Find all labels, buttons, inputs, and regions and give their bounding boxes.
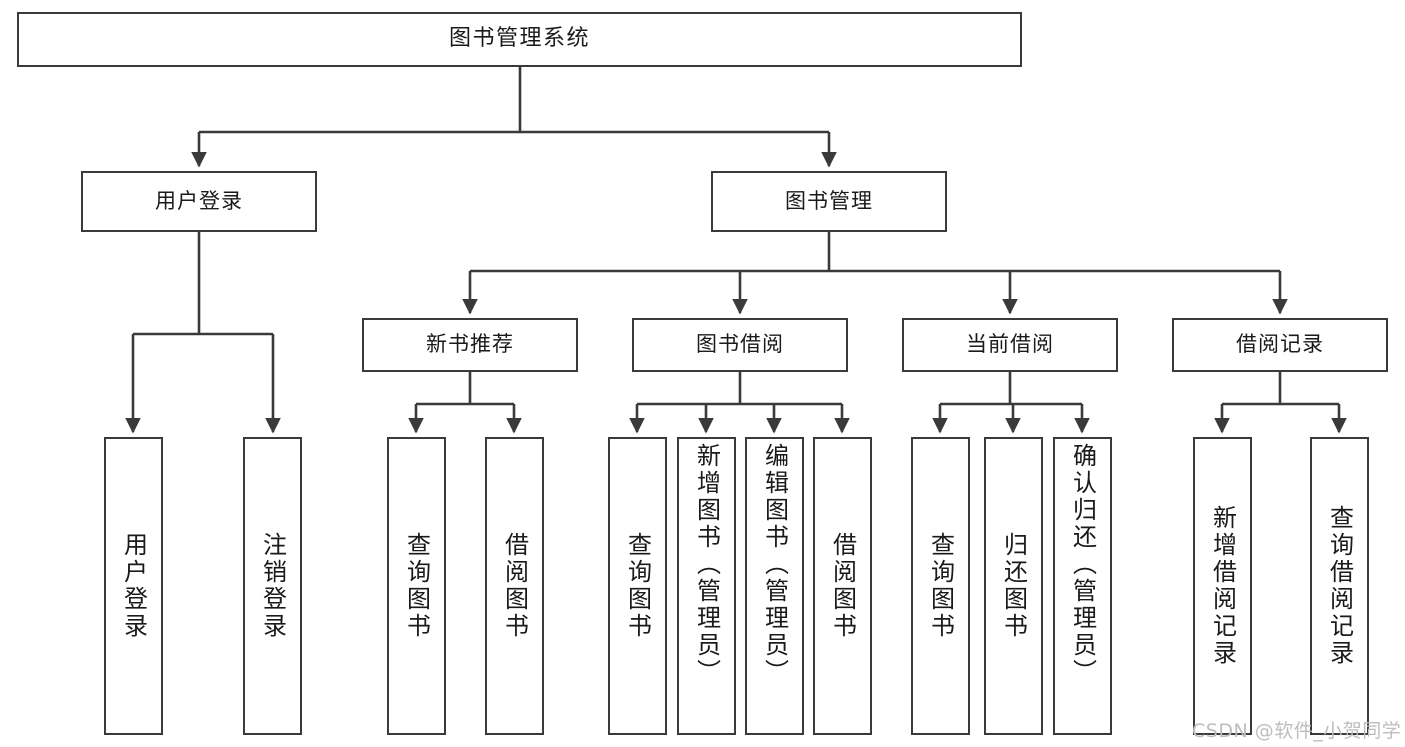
node-label: 查询图书 xyxy=(402,532,431,640)
node-label: 借阅记录 xyxy=(1236,332,1324,357)
leaf-logout[interactable]: 注销登录 xyxy=(243,437,302,735)
leaf-add-borrow-record[interactable]: 新增借阅记录 xyxy=(1193,437,1252,735)
node-label: 新增图书（管理员） xyxy=(692,443,721,686)
node-label: 用户登录 xyxy=(155,188,243,213)
node-label: 新书推荐 xyxy=(426,332,514,357)
leaf-add-book-admin[interactable]: 新增图书（管理员） xyxy=(677,437,736,735)
leaf-query-borrow-record[interactable]: 查询借阅记录 xyxy=(1310,437,1369,735)
leaf-borrow-book-recommend[interactable]: 借阅图书 xyxy=(485,437,544,735)
watermark: CSDN @软件_小贺同学 xyxy=(1192,720,1402,742)
node-label: 查询借阅记录 xyxy=(1325,505,1354,667)
node-current-borrow[interactable]: 当前借阅 xyxy=(902,318,1118,372)
node-label: 借阅图书 xyxy=(500,532,529,640)
node-label: 查询图书 xyxy=(623,532,652,640)
leaf-borrow-book[interactable]: 借阅图书 xyxy=(813,437,872,735)
leaf-query-book-borrow[interactable]: 查询图书 xyxy=(608,437,667,735)
node-label: 借阅图书 xyxy=(828,532,857,640)
node-root[interactable]: 图书管理系统 xyxy=(17,12,1022,67)
leaf-return-book[interactable]: 归还图书 xyxy=(984,437,1043,735)
node-label: 图书借阅 xyxy=(696,332,784,357)
node-label: 新增借阅记录 xyxy=(1208,505,1237,667)
leaf-query-book-recommend[interactable]: 查询图书 xyxy=(387,437,446,735)
node-user-login[interactable]: 用户登录 xyxy=(81,171,317,232)
node-label: 用户登录 xyxy=(119,532,148,640)
leaf-query-book-current[interactable]: 查询图书 xyxy=(911,437,970,735)
node-book-management[interactable]: 图书管理 xyxy=(711,171,947,232)
node-label: 确认归还（管理员） xyxy=(1068,443,1097,686)
leaf-confirm-return-admin[interactable]: 确认归还（管理员） xyxy=(1053,437,1112,735)
node-new-book-recommend[interactable]: 新书推荐 xyxy=(362,318,578,372)
node-book-borrow[interactable]: 图书借阅 xyxy=(632,318,848,372)
node-label: 当前借阅 xyxy=(966,332,1054,357)
leaf-edit-book-admin[interactable]: 编辑图书（管理员） xyxy=(745,437,804,735)
node-label: 注销登录 xyxy=(258,532,287,640)
node-label: 图书管理 xyxy=(785,188,873,213)
node-borrow-record[interactable]: 借阅记录 xyxy=(1172,318,1388,372)
node-label: 图书管理系统 xyxy=(448,26,590,52)
node-label: 编辑图书（管理员） xyxy=(760,443,789,686)
node-label: 归还图书 xyxy=(999,532,1028,640)
node-label: 查询图书 xyxy=(926,532,955,640)
leaf-user-login[interactable]: 用户登录 xyxy=(104,437,163,735)
